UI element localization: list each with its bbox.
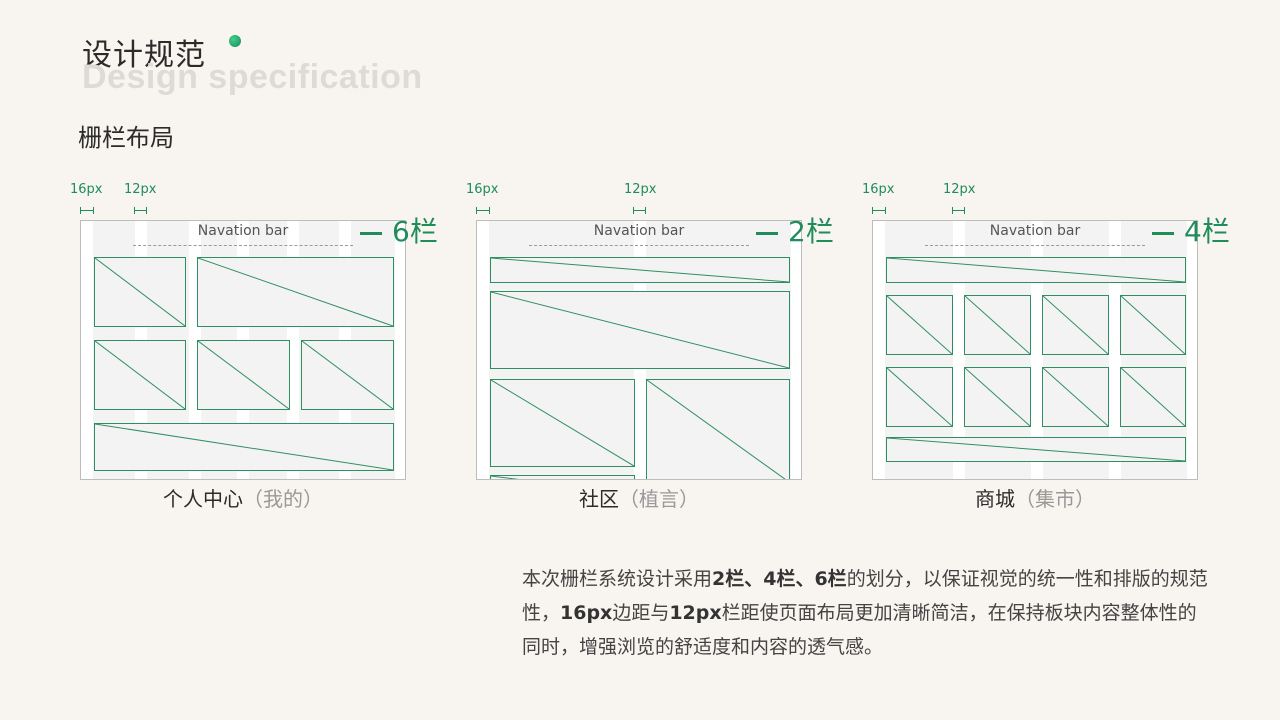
dash-icon bbox=[360, 231, 382, 235]
content-block bbox=[886, 437, 1186, 462]
nav-bar-label: Navation bar bbox=[989, 223, 1081, 239]
page-subtitle-en: Design specification bbox=[82, 58, 423, 96]
nav-bar-label: Navation bar bbox=[593, 223, 685, 239]
caption-main: 商城 bbox=[975, 487, 1015, 511]
content-block bbox=[94, 423, 394, 471]
margin-label: 16px bbox=[466, 182, 499, 197]
content-block bbox=[94, 340, 186, 410]
margin-label: 16px bbox=[862, 182, 895, 197]
screen-caption: 商城（集市） bbox=[872, 483, 1198, 512]
margin-tick-icon bbox=[872, 207, 886, 214]
nav-divider bbox=[529, 245, 749, 246]
content-block bbox=[964, 295, 1031, 355]
content-block bbox=[94, 257, 186, 327]
caption-note: （集市） bbox=[1015, 487, 1095, 511]
nav-bar-label: Navation bar bbox=[197, 223, 289, 239]
content-block bbox=[1042, 295, 1109, 355]
nav-divider bbox=[925, 245, 1145, 246]
content-block bbox=[964, 367, 1031, 427]
desc-emphasis: 16px bbox=[560, 602, 613, 624]
column-count: 2栏 bbox=[756, 210, 834, 250]
caption-main: 社区 bbox=[579, 487, 619, 511]
gutter-label: 12px bbox=[624, 182, 657, 197]
content-block bbox=[490, 379, 635, 467]
content-block bbox=[1120, 295, 1186, 355]
content-block bbox=[886, 257, 1186, 283]
margin-label: 16px bbox=[70, 182, 103, 197]
gutter-label: 12px bbox=[124, 182, 157, 197]
gutter-tick-icon bbox=[952, 207, 965, 214]
accent-dot-icon bbox=[229, 35, 241, 47]
grid-panel-6col: 16px 12px Navation bar 6栏 个人中心（我的） bbox=[70, 180, 480, 511]
desc-text: 本次栅栏系统设计采用 bbox=[522, 568, 713, 590]
gutter-tick-icon bbox=[134, 207, 147, 214]
column-count-label: 6栏 bbox=[392, 215, 438, 248]
grid-panel-2col: 16px 12px Navation bar 2栏 社区（植言） bbox=[466, 180, 876, 511]
gutter-tick-icon bbox=[633, 207, 646, 214]
description-paragraph: 本次栅栏系统设计采用2栏、4栏、6栏的划分，以保证视觉的统一性和排版的规范性，1… bbox=[522, 562, 1212, 664]
margin-tick-icon bbox=[476, 207, 490, 214]
content-block bbox=[1042, 367, 1109, 427]
column-count: 6栏 bbox=[360, 210, 438, 250]
caption-note: （植言） bbox=[619, 487, 699, 511]
desc-text: 边距与 bbox=[612, 602, 670, 624]
phone-frame: Navation bar bbox=[872, 220, 1198, 480]
screen-caption: 社区（植言） bbox=[476, 483, 802, 512]
dash-icon bbox=[756, 231, 778, 235]
dash-icon bbox=[1152, 231, 1174, 235]
content-block bbox=[197, 257, 394, 327]
caption-note: （我的） bbox=[243, 487, 323, 511]
desc-emphasis: 2栏、4栏、6栏 bbox=[712, 568, 847, 590]
screen-caption: 个人中心（我的） bbox=[80, 483, 406, 512]
content-block bbox=[490, 475, 635, 479]
phone-frame: Navation bar bbox=[476, 220, 802, 480]
content-block bbox=[197, 340, 290, 410]
content-block bbox=[301, 340, 394, 410]
content-block bbox=[1120, 367, 1186, 427]
column-count-label: 4栏 bbox=[1184, 215, 1230, 248]
content-block bbox=[646, 379, 790, 479]
column-count-label: 2栏 bbox=[788, 215, 834, 248]
content-block bbox=[886, 295, 953, 355]
phone-frame: Navation bar bbox=[80, 220, 406, 480]
section-title: 栅栏布局 bbox=[78, 124, 174, 152]
caption-main: 个人中心 bbox=[163, 487, 243, 511]
margin-tick-icon bbox=[80, 207, 94, 214]
content-block bbox=[490, 257, 790, 283]
desc-emphasis: 12px bbox=[669, 602, 722, 624]
desc-text: 的划分，以保证视觉的统一性和排版的规范性， bbox=[522, 568, 1208, 624]
content-block bbox=[886, 367, 953, 427]
content-block bbox=[490, 291, 790, 369]
column-count: 4栏 bbox=[1152, 210, 1230, 250]
nav-divider bbox=[133, 245, 353, 246]
page-title: 设计规范 bbox=[82, 38, 206, 73]
gutter-label: 12px bbox=[943, 182, 976, 197]
desc-text: 栏距使页面布局更加清晰简洁，在保持板块内容整体性的同时，增强浏览的舒适度和内容的… bbox=[522, 602, 1197, 658]
grid-panel-4col: 16px 12px Navation bar 4栏 商城（集市） bbox=[862, 180, 1272, 511]
